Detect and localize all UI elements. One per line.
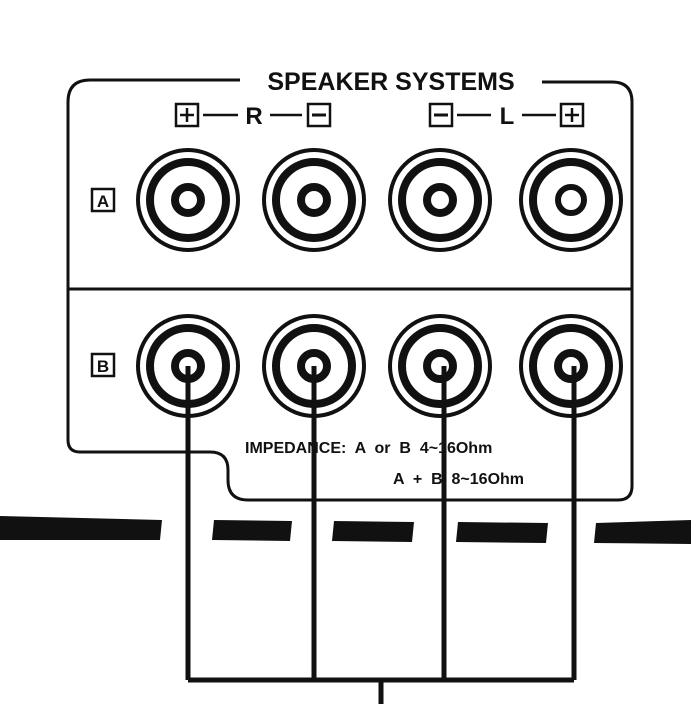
terminal-b-left-plus[interactable] <box>519 314 623 418</box>
terminals-row-b <box>136 314 623 418</box>
svg-text:B: B <box>97 357 109 376</box>
panel-outline <box>66 78 634 502</box>
minus-icon <box>428 102 454 128</box>
channel-label-right: R <box>245 103 262 130</box>
row-label-a: A <box>90 187 116 213</box>
panel-title: SPEAKER SYSTEMS <box>267 68 514 96</box>
row-label-b: B <box>90 352 116 378</box>
svg-text:A: A <box>97 192 109 211</box>
speaker-wires <box>185 366 577 704</box>
terminal-a-right-minus[interactable] <box>262 148 366 252</box>
polarity-header: R L <box>174 102 585 130</box>
plus-icon <box>174 102 200 128</box>
terminal-b-left-minus[interactable] <box>388 314 492 418</box>
impedance-line-1: IMPEDANCE: A or B 4~16Ohm <box>245 440 492 457</box>
channel-label-left: L <box>500 103 515 130</box>
terminal-a-right-plus[interactable] <box>136 148 240 252</box>
minus-icon <box>306 102 332 128</box>
terminal-a-left-minus[interactable] <box>388 148 492 252</box>
impedance-line-2: A + B 8~16Ohm <box>393 471 524 488</box>
terminals-row-a <box>136 148 623 252</box>
chassis-edge <box>0 516 691 544</box>
terminal-a-left-plus[interactable] <box>519 148 623 252</box>
plus-icon <box>559 102 585 128</box>
